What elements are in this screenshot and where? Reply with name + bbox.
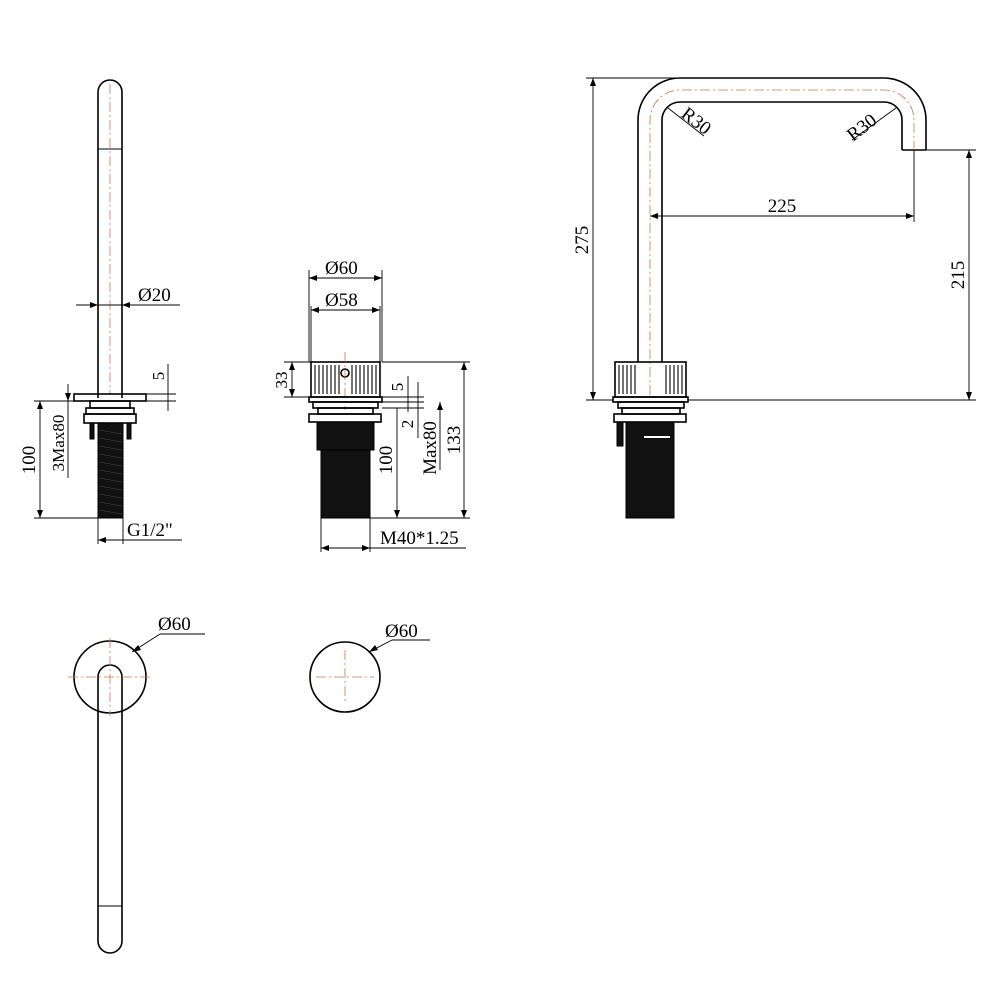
side-stud — [616, 421, 624, 447]
label-handle-outer-diameter: Ø60 — [325, 258, 358, 279]
spout-base-nut — [85, 407, 135, 415]
spout-side-view: R30 R30 225 275 — [572, 77, 976, 519]
dim-total-height: 275 — [572, 77, 680, 401]
label-spout-diameter: Ø20 — [138, 285, 171, 306]
dim-top-spout-diameter: Ø60 — [131, 614, 205, 653]
handle-body-top — [316, 421, 375, 451]
label-thread: G1/2" — [127, 520, 173, 541]
label-handle-max-deck: Max80 — [420, 421, 441, 475]
label-max-deck: 3Max80 — [49, 415, 68, 472]
dim-handle-thread: M40*1.25 — [320, 518, 466, 552]
side-nut — [613, 413, 687, 423]
label-handle-total: 133 — [444, 426, 465, 455]
dim-handle-max-deck: Max80 — [420, 402, 443, 475]
spout-front-view: Ø20 5 3Max80 100 — [19, 79, 182, 544]
dim-reach: 225 — [650, 150, 915, 222]
dim-radius-left: R30 — [667, 103, 715, 139]
dim-max-deck: 3Max80 — [49, 384, 84, 478]
dim-top-handle-diameter: Ø60 — [368, 621, 430, 653]
handle-washer — [312, 401, 379, 409]
dim-plate-thickness: 5 — [146, 364, 176, 411]
label-handle-inner-diameter: Ø58 — [325, 290, 358, 311]
handle-top-circle — [309, 641, 381, 713]
label-total-height: 275 — [572, 226, 593, 255]
label-radius-left: R30 — [677, 103, 715, 139]
side-washer — [617, 401, 685, 409]
label-reach: 225 — [768, 196, 797, 217]
dim-radius-right: R30 — [843, 107, 897, 146]
handle-knurl-lines — [314, 365, 377, 394]
handle-front-view: Ø60 Ø58 33 5 2 — [272, 258, 470, 552]
dim-handle-shank: 100 — [370, 407, 404, 519]
label-shank-length: 100 — [19, 446, 40, 475]
spout-side-outer-outline — [637, 77, 927, 362]
label-handle-thread: M40*1.25 — [380, 528, 459, 549]
spout-tube-outline — [97, 79, 123, 398]
spout-base-plate — [73, 393, 147, 402]
label-top-handle-diameter: Ø60 — [385, 621, 418, 642]
dim-handle-height: 33 — [272, 361, 311, 398]
dim-thread: G1/2" — [97, 518, 182, 544]
handle-shank — [320, 449, 371, 519]
handle-nut — [308, 413, 382, 423]
handle-knurled-body — [310, 361, 381, 398]
handle-ring — [317, 407, 374, 415]
dim-outlet-height: 215 — [688, 149, 976, 401]
side-ring — [621, 407, 681, 415]
dim-handle-plate: 5 2 — [382, 376, 424, 438]
label-outlet-height: 215 — [948, 261, 969, 290]
label-plate-thickness: 5 — [149, 372, 168, 381]
spout-side-inner-outline — [661, 101, 903, 362]
spout-stud-left — [89, 422, 95, 440]
label-radius-right: R30 — [843, 110, 881, 146]
handle-top-view: Ø60 — [309, 621, 430, 713]
label-handle-plate: 5 — [388, 383, 407, 392]
side-knurled-body — [614, 361, 687, 398]
dim-spout-diameter: Ø20 — [76, 285, 180, 308]
dim-shank-length: 100 — [19, 400, 98, 519]
label-handle-height: 33 — [272, 372, 291, 389]
spout-top-view: Ø60 — [68, 614, 205, 954]
spout-shank-thread — [98, 429, 123, 515]
label-handle-gap: 2 — [398, 420, 417, 429]
spout-base-flange — [83, 413, 137, 424]
side-knurl-lines — [618, 365, 683, 394]
dim-handle-diameters: Ø60 Ø58 — [308, 258, 383, 362]
label-top-spout-diameter: Ø60 — [158, 614, 191, 635]
spout-side-centerline — [649, 89, 915, 395]
spout-base-washer — [89, 400, 131, 409]
spout-stud-right — [126, 422, 132, 440]
spout-top-arm — [97, 664, 123, 954]
label-handle-shank: 100 — [376, 446, 397, 475]
dim-handle-total: 133 — [370, 361, 470, 519]
